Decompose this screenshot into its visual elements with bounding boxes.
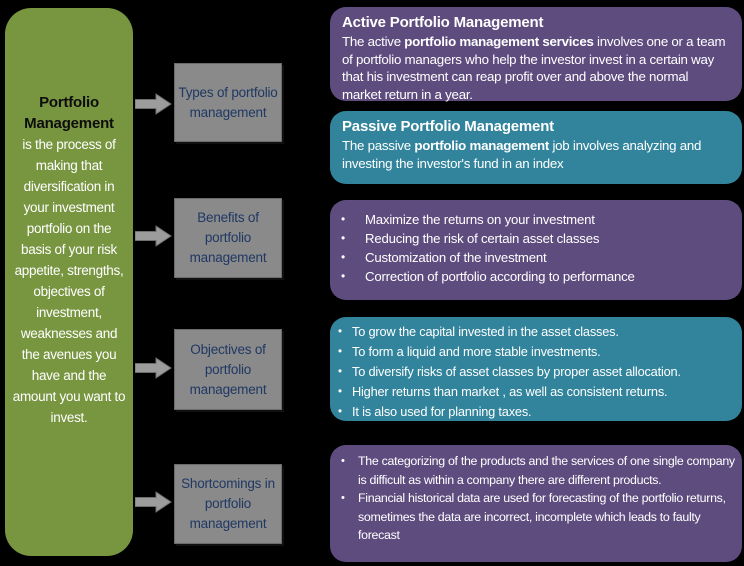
panel-shortcomings-list: The categorizing of the products and the…: [330, 445, 742, 562]
branch-label: Objectives of portfolio management: [189, 341, 267, 397]
bullet-item: To grow the capital invested in the asse…: [330, 322, 734, 342]
branch-label: Types of portfolio management: [178, 84, 278, 120]
panel-active-portfolio-management: Active Portfolio Management The active p…: [330, 7, 742, 103]
body-text-bold-segment: portfolio management services: [404, 34, 594, 49]
panel-title: Active Portfolio Management: [342, 14, 544, 31]
bullet-item: Customization of the investment: [330, 248, 732, 267]
bullet-item: To form a liquid and more stable investm…: [330, 342, 734, 362]
body-text-segment: job involves analyzing and investing the…: [342, 138, 702, 171]
panel-body: The active portfolio management services…: [342, 33, 730, 103]
panel-passive-portfolio-management: Passive Portfolio Management The passive…: [330, 111, 742, 184]
diagram-description: is the process of making that diversific…: [12, 137, 126, 425]
body-text-segment: The passive: [342, 138, 415, 153]
bullet-item: The categorizing of the products and the…: [330, 452, 736, 489]
branch-label: Shortcomings in portfolio management: [181, 476, 275, 531]
branch-label: Benefits of portfolio management: [189, 210, 267, 265]
flow-arrow-icon: [135, 93, 172, 115]
bullet-item: Financial historical data are used for f…: [330, 489, 736, 545]
bullet-item: Reducing the risk of certain asset class…: [330, 229, 732, 248]
panel-objectives-list: To grow the capital invested in the asse…: [330, 317, 742, 422]
diagram-title: Portfolio Management: [24, 94, 114, 132]
bullet-item: To diversify risks of asset classes by p…: [330, 362, 734, 382]
bullet-item: Maximize the returns on your investment: [330, 210, 732, 229]
panel-title: Passive Portfolio Management: [342, 118, 554, 135]
body-text-bold-segment: portfolio management: [414, 138, 550, 153]
branch-box-benefits: Benefits of portfolio management: [174, 198, 282, 278]
branch-box-shortcomings: Shortcomings in portfolio management: [174, 464, 282, 544]
bullet-item: Correction of portfolio according to per…: [330, 267, 732, 286]
portfolio-summary-panel: Portfolio Management is the process of m…: [5, 8, 133, 556]
flow-arrow-icon: [135, 491, 172, 513]
bullet-item: It is also used for planning taxes.: [330, 402, 734, 422]
body-text-segment: involves one or a team of portfolio mana…: [342, 34, 726, 102]
bullet-item: Higher returns than market , as well as …: [330, 382, 734, 402]
panel-body: The passive portfolio management job inv…: [342, 137, 730, 172]
flow-arrow-icon: [135, 357, 172, 379]
branch-box-objectives: Objectives of portfolio management: [174, 329, 282, 410]
branch-box-types: Types of portfolio management: [174, 63, 282, 142]
flow-arrow-icon: [135, 225, 172, 247]
panel-benefits-list: Maximize the returns on your investment …: [330, 200, 742, 300]
body-text-segment: The active: [342, 34, 405, 49]
